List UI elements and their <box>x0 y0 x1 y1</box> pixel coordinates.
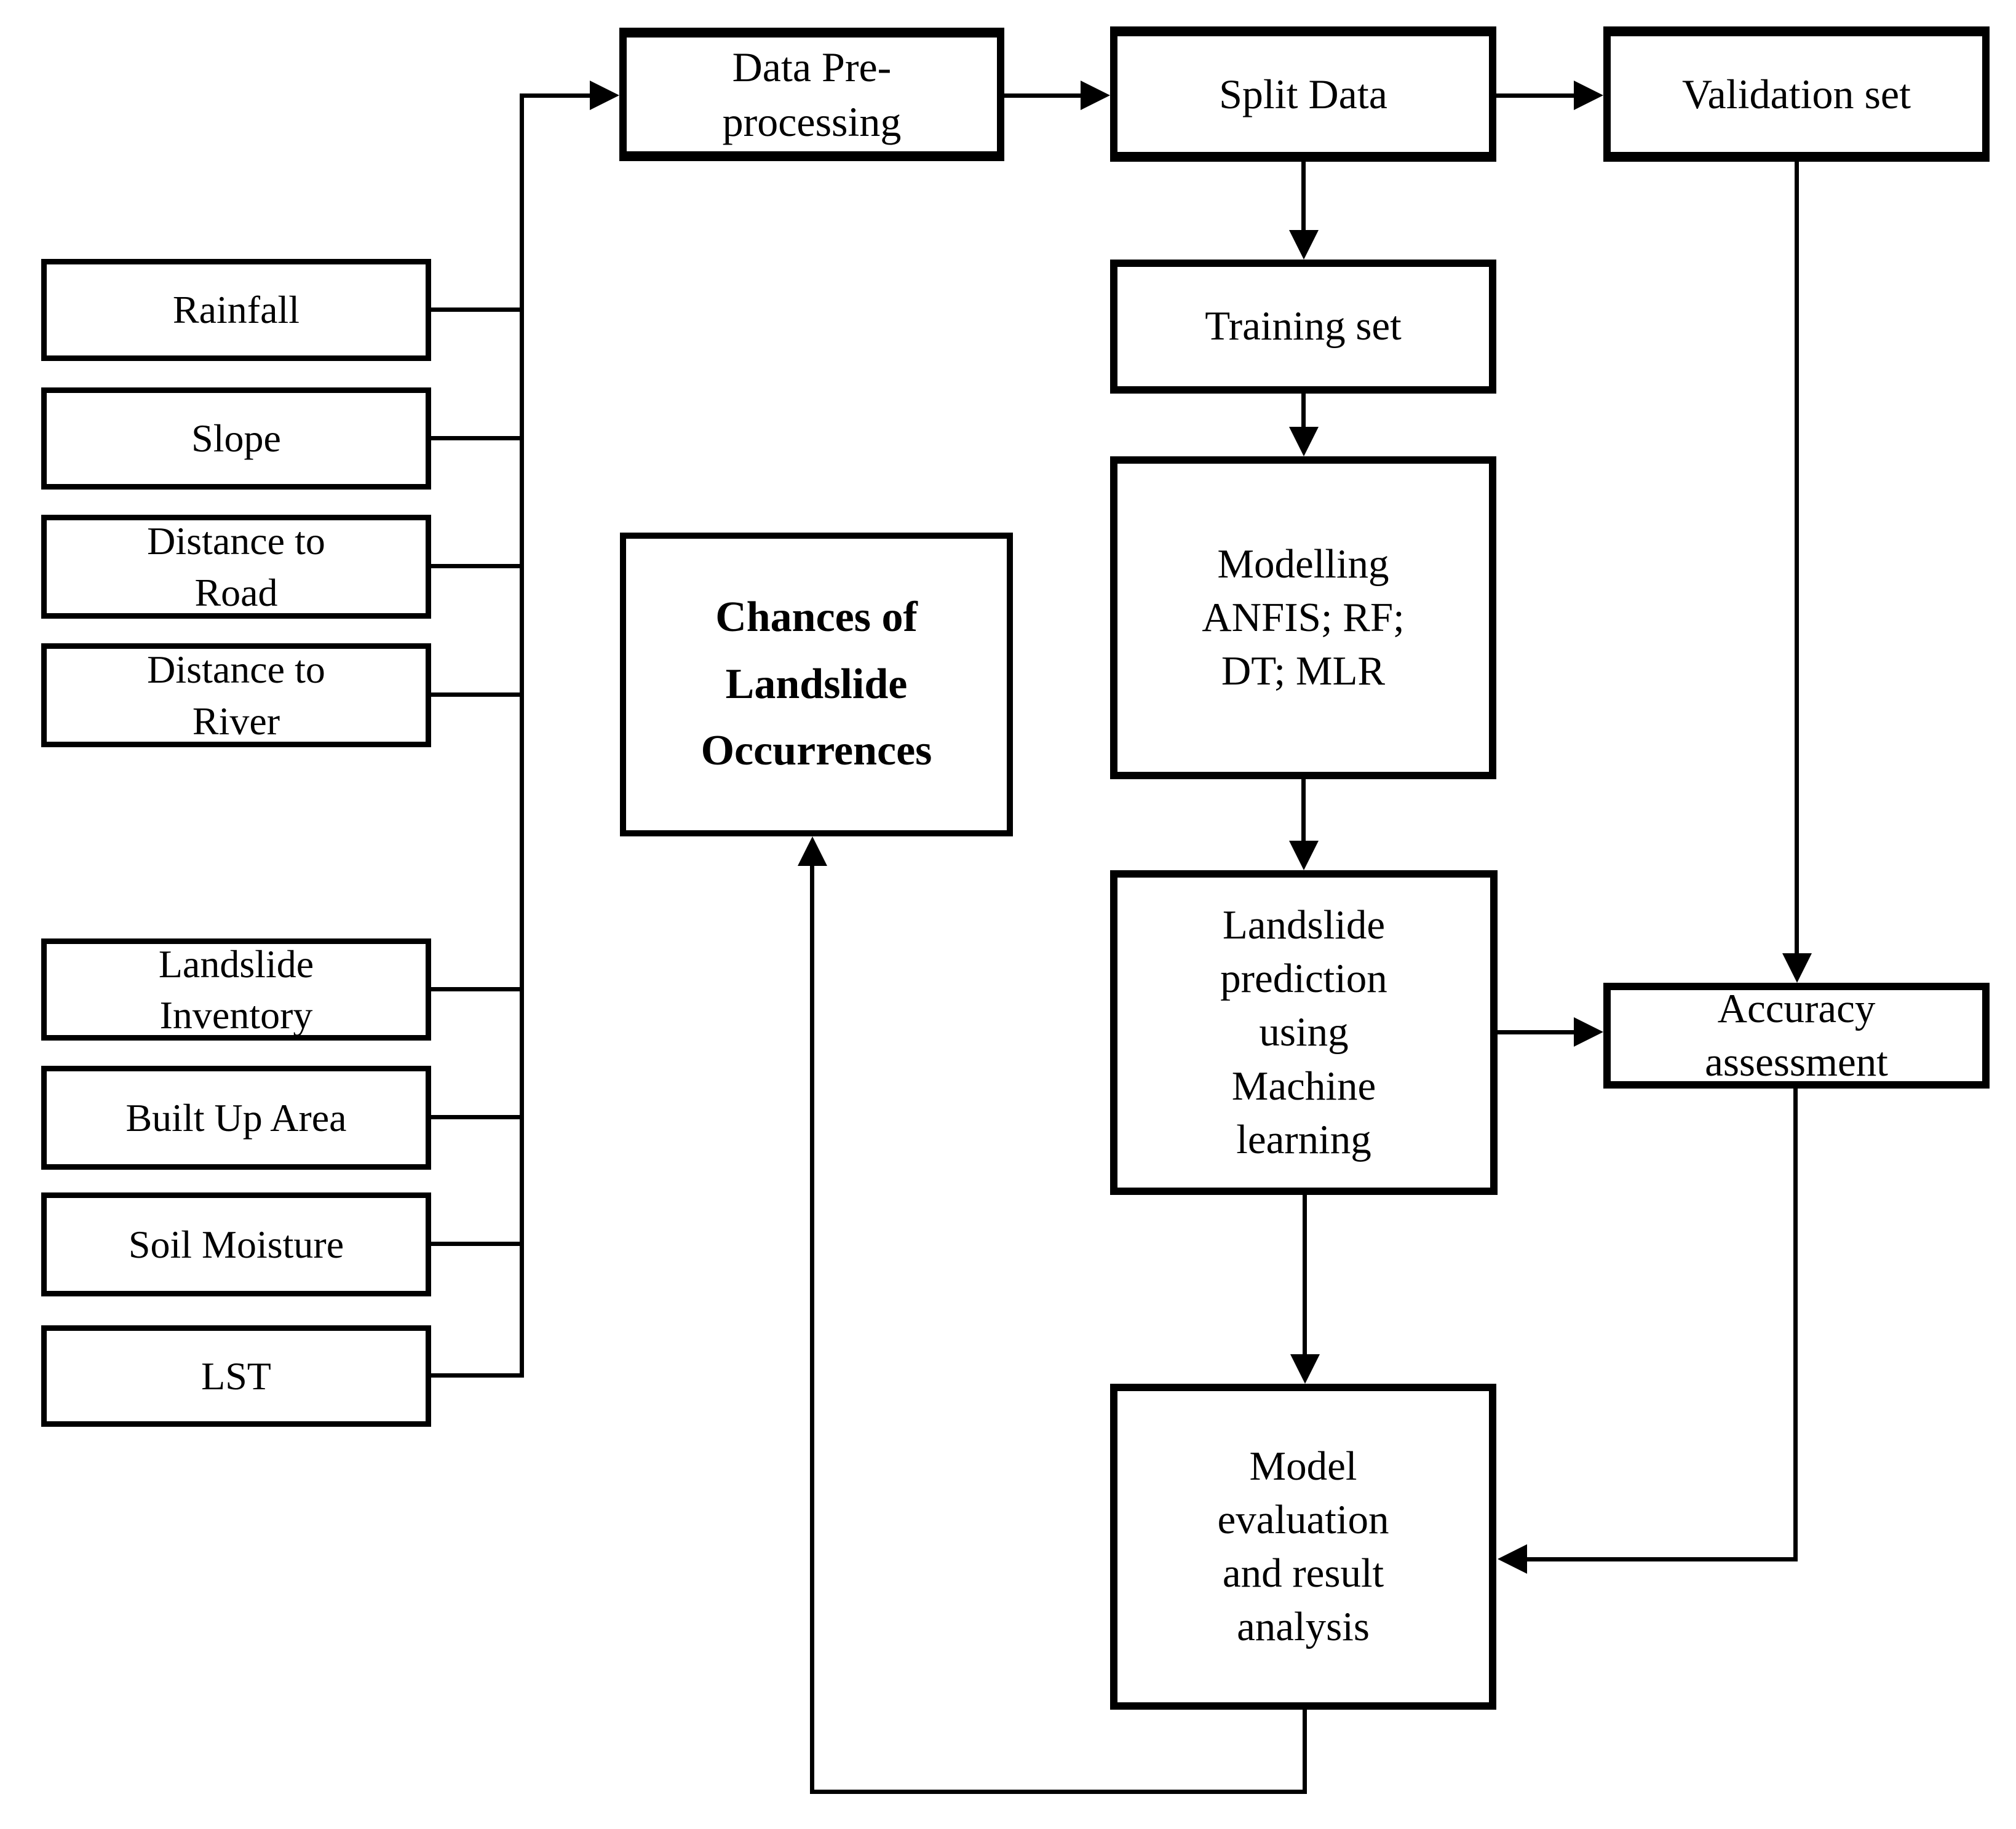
node-lst-label: LST <box>201 1354 271 1398</box>
connector-rainfall-stub <box>431 307 520 312</box>
arrow-right-icon <box>590 81 619 110</box>
arrow-right-icon <box>1081 81 1110 110</box>
node-modelling: Modelling ANFIS; RF; DT; MLR <box>1110 456 1496 779</box>
connector-split-to-training <box>1301 162 1306 231</box>
node-model-evaluation: Model evaluation and result analysis <box>1110 1384 1496 1710</box>
arrow-right-icon <box>1574 81 1603 110</box>
arrow-down-icon <box>1289 427 1319 456</box>
node-split-data: Split Data <box>1110 26 1496 162</box>
node-split-data-label: Split Data <box>1219 70 1387 117</box>
connector-factor-trunk-vertical <box>520 93 524 1378</box>
connector-accuracy-to-evaluation <box>1527 1557 1798 1561</box>
node-lst: LST <box>41 1325 431 1427</box>
node-built-up-area: Built Up Area <box>41 1066 431 1170</box>
arrow-left-icon <box>1498 1544 1527 1574</box>
node-accuracy-assessment: Accuracy assessment <box>1603 983 1990 1089</box>
node-validation-set-label: Validation set <box>1681 70 1911 117</box>
node-landslide-prediction: Landslide prediction using Machine learn… <box>1110 870 1498 1195</box>
arrow-up-icon <box>798 836 827 866</box>
node-data-preprocessing-label: Data Pre- processing <box>722 44 902 145</box>
connector-landslide-inventory-stub <box>431 987 520 991</box>
node-slope-label: Slope <box>191 416 281 461</box>
node-slope: Slope <box>41 387 431 490</box>
connector-slope-stub <box>431 436 520 440</box>
node-rainfall-label: Rainfall <box>172 288 300 332</box>
connector-validation-to-accuracy <box>1795 162 1799 954</box>
node-training-set-label: Training set <box>1205 303 1402 349</box>
node-soil-moisture-label: Soil Moisture <box>128 1222 344 1266</box>
connector-built-up-area-stub <box>431 1115 520 1119</box>
connector-prediction-to-evaluation <box>1303 1195 1307 1355</box>
node-training-set: Training set <box>1110 260 1496 394</box>
connector-evaluation-down <box>1303 1710 1307 1794</box>
node-landslide-prediction-label: Landslide prediction using Machine learn… <box>1220 902 1387 1162</box>
arrow-right-icon <box>1574 1017 1603 1047</box>
connector-modelling-to-prediction <box>1301 779 1306 842</box>
node-distance-to-river: Distance to River <box>41 643 431 747</box>
node-landslide-inventory: Landslide Inventory <box>41 938 431 1041</box>
arrow-down-icon <box>1289 841 1319 870</box>
node-built-up-area-label: Built Up Area <box>125 1095 347 1140</box>
node-data-preprocessing: Data Pre- processing <box>619 28 1004 161</box>
node-validation-set: Validation set <box>1603 26 1990 162</box>
connector-distance-river-stub <box>431 692 520 697</box>
node-landslide-inventory-label: Landslide Inventory <box>158 942 314 1037</box>
connector-distance-road-stub <box>431 564 520 568</box>
node-distance-to-road: Distance to Road <box>41 515 431 619</box>
connector-split-to-validation <box>1496 93 1575 98</box>
connector-prediction-to-accuracy <box>1498 1030 1576 1034</box>
node-accuracy-assessment-label: Accuracy assessment <box>1705 985 1888 1085</box>
node-soil-moisture: Soil Moisture <box>41 1192 431 1296</box>
node-chances-label: Chances of Landslide Occurrences <box>700 593 932 775</box>
node-chances-of-landslide-occurrences: Chances of Landslide Occurrences <box>620 533 1013 836</box>
connector-training-to-modelling <box>1301 394 1306 428</box>
arrow-down-icon <box>1782 953 1812 983</box>
node-modelling-label: Modelling ANFIS; RF; DT; MLR <box>1202 541 1405 694</box>
connector-soil-moisture-stub <box>431 1242 520 1246</box>
node-model-evaluation-label: Model evaluation and result analysis <box>1217 1443 1389 1650</box>
node-distance-to-road-label: Distance to Road <box>147 519 325 614</box>
node-distance-to-river-label: Distance to River <box>147 648 325 743</box>
node-rainfall: Rainfall <box>41 259 431 361</box>
connector-trunk-to-preprocessing <box>520 93 593 98</box>
connector-preprocessing-to-split <box>1004 93 1082 98</box>
arrow-down-icon <box>1290 1354 1320 1384</box>
connector-bottom-horizontal <box>810 1790 1307 1794</box>
arrow-down-icon <box>1289 230 1319 260</box>
connector-up-to-chances <box>810 864 814 1794</box>
connector-lst-stub <box>431 1373 520 1378</box>
connector-accuracy-down <box>1793 1084 1798 1561</box>
